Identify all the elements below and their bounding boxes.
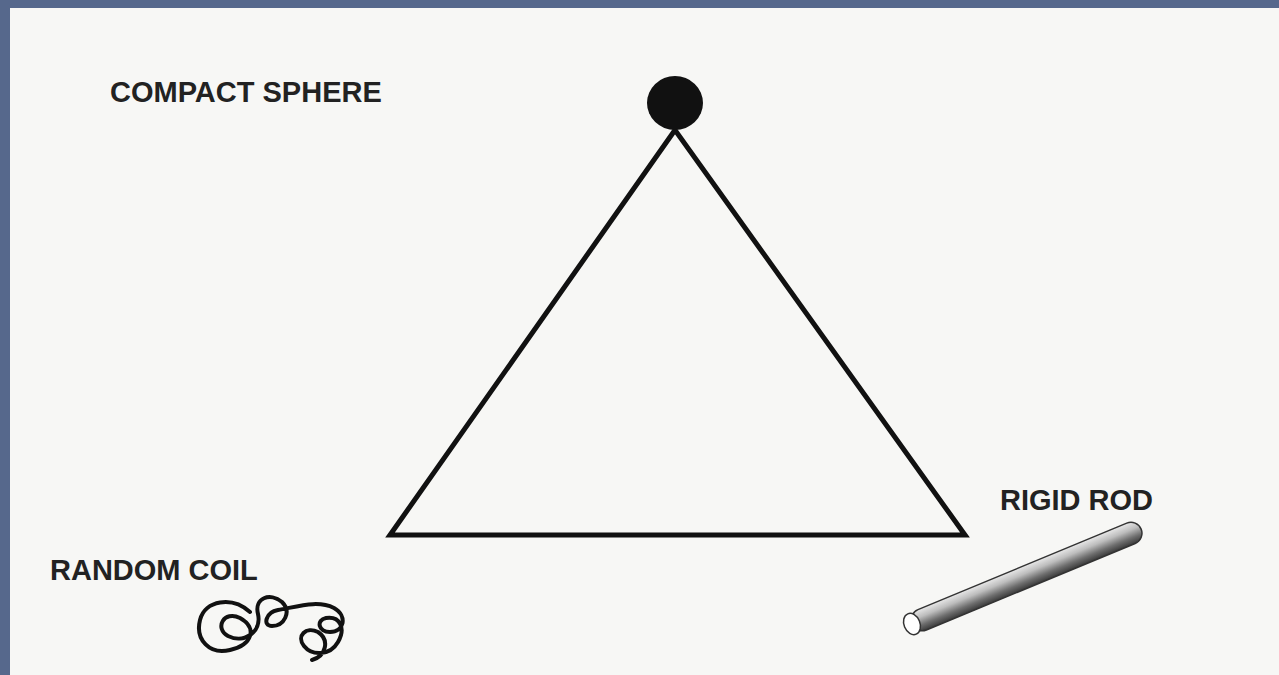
shape-label: COMPACT SPHERE — [110, 76, 382, 109]
random-coil — [199, 597, 343, 660]
triangle-outline — [390, 130, 965, 535]
shape-label: RANDOM COIL — [50, 554, 258, 587]
shape-label: RIGID ROD — [1000, 484, 1153, 517]
compact-sphere — [647, 76, 703, 130]
rigid-rod — [900, 519, 1145, 637]
